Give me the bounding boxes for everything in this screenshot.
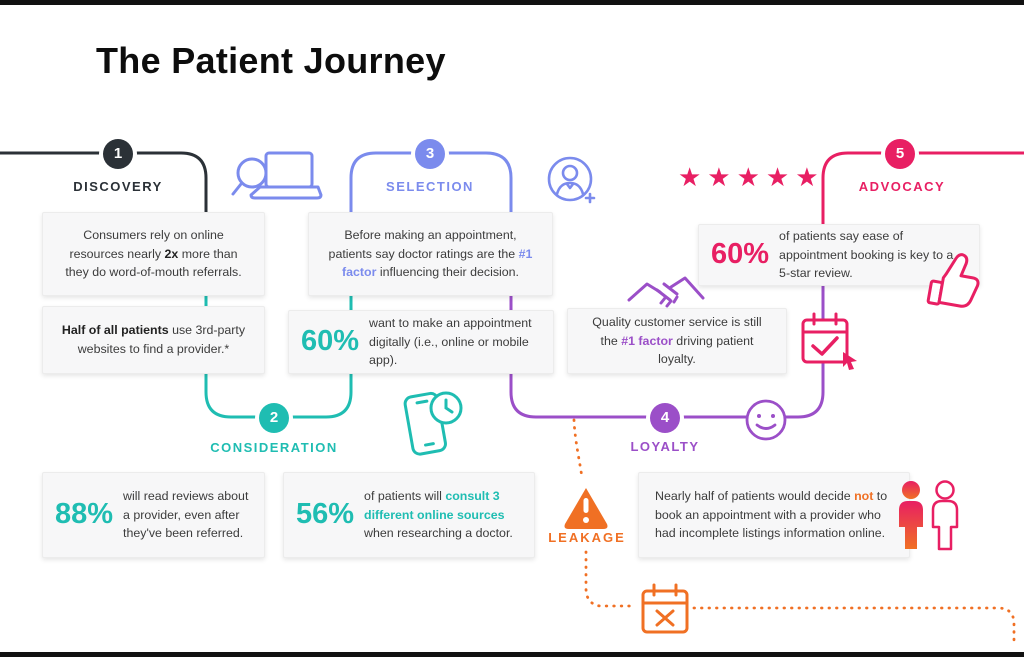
stage-number: 1 [113, 145, 123, 162]
calendar-check-icon [801, 312, 857, 370]
card-text: Quality customer service is still the #1… [592, 315, 762, 367]
path-leakage-out [692, 606, 1016, 646]
handshake-icon [627, 276, 705, 308]
patient-outline-icon [931, 480, 959, 551]
search-laptop-icon [231, 151, 323, 200]
stat-56-percent: 56% [296, 498, 355, 531]
stage-number: 5 [895, 145, 905, 162]
stage-label-discovery: DISCOVERY [73, 179, 163, 194]
card-text: of patients say ease of appointment book… [779, 229, 954, 281]
thumbs-up-icon [926, 253, 980, 308]
card-discovery-online-resources: Consumers rely on online resources nearl… [42, 212, 265, 296]
path-advocacy [821, 151, 1024, 284]
card-text: Half of all patients use 3rd-party websi… [61, 323, 246, 356]
stage-label-advocacy: ADVOCACY [858, 179, 946, 194]
stage-node-consideration: 2 [259, 403, 289, 433]
card-consideration-reviews-88: 88% will read reviews about a provider, … [42, 472, 265, 558]
card-selection-ratings: Before making an appointment, patients s… [308, 212, 553, 296]
card-text: Nearly half of patients would decide not… [655, 489, 888, 541]
stage-label-selection: SELECTION [386, 179, 474, 194]
top-border [0, 0, 1024, 5]
card-leakage-incomplete-listings: Nearly half of patients would decide not… [638, 472, 910, 558]
path-leakage-mid [584, 550, 634, 608]
stage-number: 3 [425, 145, 435, 162]
stage-node-advocacy: 5 [885, 139, 915, 169]
path-leakage-drop [572, 418, 584, 480]
card-advocacy-booking-60: 60% of patients say ease of appointment … [698, 224, 980, 286]
bottom-border [0, 652, 1024, 657]
stage-label-loyalty: LOYALTY [630, 439, 700, 454]
stat-60-percent: 60% [301, 325, 360, 358]
stat-88-percent: 88% [55, 498, 114, 531]
card-text: will read reviews about a provider, even… [123, 489, 249, 541]
card-discovery-3rd-party: Half of all patients use 3rd-party websi… [42, 306, 265, 374]
card-selection-digital-60: 60% want to make an appointment digitall… [288, 310, 554, 374]
phone-clock-icon [403, 391, 463, 456]
stage-node-selection: 3 [415, 139, 445, 169]
doctor-icon [547, 156, 596, 204]
five-stars-icon: ★★★★★ [678, 163, 825, 193]
stage-number: 2 [269, 409, 279, 426]
stage-label-consideration: CONSIDERATION [210, 440, 338, 455]
cursor-arrow-icon [843, 352, 857, 370]
card-consideration-sources-56: 56% of patients will consult 3 different… [283, 472, 535, 558]
card-text: Before making an appointment, patients s… [328, 228, 533, 280]
card-text: Consumers rely on online resources nearl… [65, 228, 242, 280]
stage-number: 4 [660, 409, 670, 426]
card-text: of patients will consult 3 different onl… [364, 489, 513, 541]
patients-icons [899, 480, 959, 551]
warning-icon [564, 488, 608, 529]
calendar-x-icon [641, 583, 689, 634]
patient-filled-icon [899, 481, 923, 549]
smiley-icon [745, 399, 787, 441]
stat-60-percent: 60% [711, 238, 770, 271]
path-discovery [0, 151, 208, 270]
leakage-label: LEAKAGE [548, 530, 626, 545]
stage-node-discovery: 1 [103, 139, 133, 169]
page-title: The Patient Journey [96, 40, 446, 81]
card-text: want to make an appointment digitally (i… [369, 316, 532, 368]
stage-node-loyalty: 4 [650, 403, 680, 433]
card-loyalty-customer-service: Quality customer service is still the #1… [567, 308, 787, 374]
